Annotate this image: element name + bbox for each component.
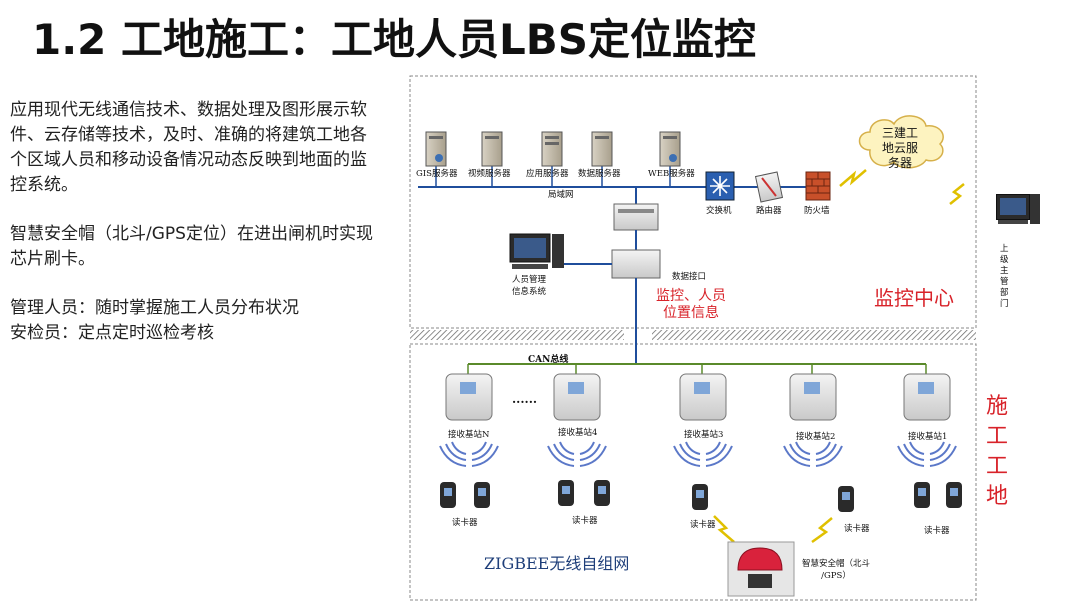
server-label-gis: GIS服务器 xyxy=(416,169,458,179)
data-interface-box xyxy=(611,249,661,279)
site-label: 施 工 工 地 xyxy=(986,394,1009,509)
server-icons xyxy=(425,131,681,167)
station-label-4: 接收基站4 xyxy=(558,428,598,438)
lan-label: 局域网 xyxy=(548,190,574,200)
helmet-label: 智慧安全帽（北斗 /GPS） xyxy=(802,559,871,581)
helmet-paragraph: 智慧安全帽（北斗/GPS定位）在进出闸机时实现芯片刷卡。 xyxy=(10,224,373,269)
roles-paragraph: 管理人员：随时掌握施工人员分布状况 安检员：定点定时巡检考核 xyxy=(10,298,299,343)
zigbee-label: ZIGBEE无线自组网 xyxy=(484,554,630,573)
monitor-center-panel xyxy=(409,75,977,329)
superior-keyboard xyxy=(998,220,1028,224)
cloud-label: 三建工 地云服 务器 xyxy=(882,126,919,170)
system-diagram: GIS服务器 视频服务器 应用服务器 数据服务器 WEB服务器 局域网 交换机 … xyxy=(408,74,1040,602)
can-bus-label: CAN总线 xyxy=(528,355,569,365)
station-label-n: 接收基站N xyxy=(448,430,490,440)
station-label-3: 接收基站3 xyxy=(684,430,724,440)
reader-label-2: 读卡器 xyxy=(844,524,870,534)
superior-tower xyxy=(1030,194,1040,224)
diagram-canvas xyxy=(409,75,977,601)
server-label-video: 视频服务器 xyxy=(468,169,511,179)
firewall-label: 防火墙 xyxy=(804,206,830,216)
reader-label-1: 读卡器 xyxy=(924,526,950,536)
switch-label: 交换机 xyxy=(706,206,732,216)
reader-label-3: 读卡器 xyxy=(690,520,716,530)
personnel-system-label: 人员管理 信息系统 xyxy=(512,275,547,297)
signal-waves xyxy=(439,441,957,467)
personnel-computer-shape xyxy=(509,233,564,269)
superior-label: 上级主管 部门 xyxy=(1000,244,1009,309)
page-title: 1.2 工地施工：工地人员LBS定位监控 xyxy=(32,15,757,64)
reader-label-4: 读卡器 xyxy=(572,516,598,526)
cloud-shape xyxy=(858,115,944,169)
superior-monitor xyxy=(996,194,1030,220)
separator-left xyxy=(410,330,624,340)
base-station-shapes xyxy=(445,373,951,421)
station-label-2: 接收基站2 xyxy=(796,432,836,442)
server-label-web: WEB服务器 xyxy=(648,169,695,179)
server-label-data: 数据服务器 xyxy=(578,169,621,179)
monitor-info-label: 监控、人员 位置信息 xyxy=(656,288,726,321)
station-label-1: 接收基站1 xyxy=(908,432,948,442)
reader-label-n: 读卡器 xyxy=(452,518,478,528)
helmet-shape xyxy=(727,541,795,597)
monitor-center-label: 监控中心 xyxy=(874,286,954,310)
server-label-app: 应用服务器 xyxy=(526,169,569,179)
data-interface-label: 数据接口 xyxy=(672,272,707,282)
separator-right xyxy=(652,330,976,340)
router-label: 路由器 xyxy=(756,206,782,216)
ellipsis-label: ...... xyxy=(512,392,538,406)
intro-paragraph: 应用现代无线通信技术、数据处理及图形展示软件、云存储等技术，及时、准确的将建筑工… xyxy=(10,100,367,195)
central-server-box xyxy=(613,203,659,231)
